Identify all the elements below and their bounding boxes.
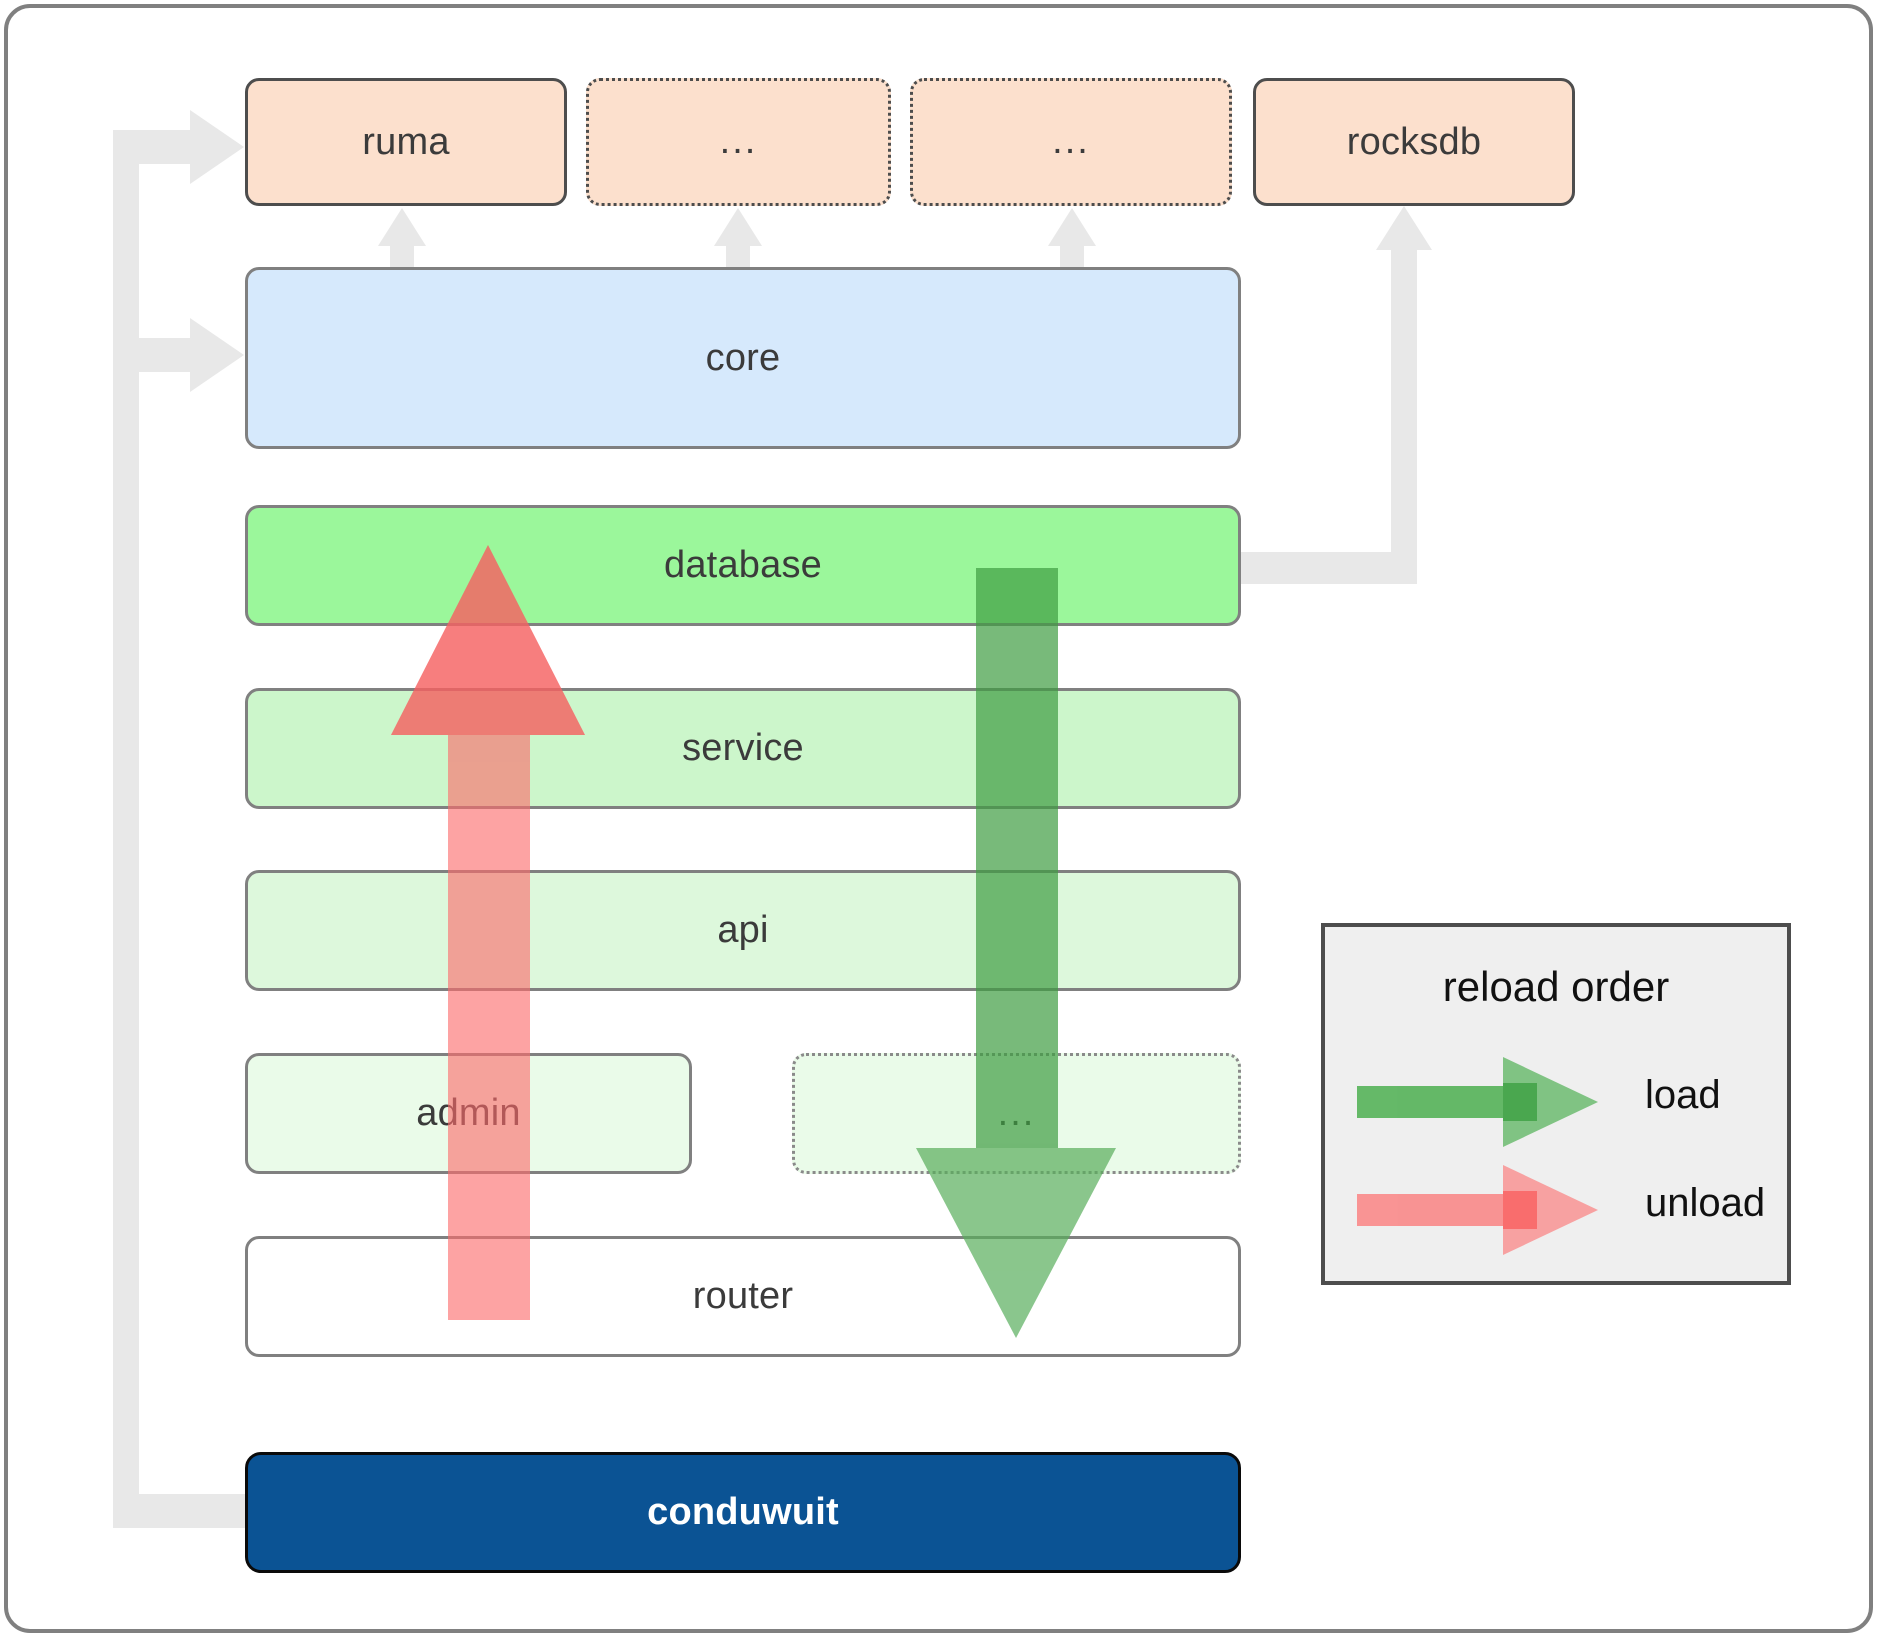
- layer-box-database[interactable]: database: [245, 505, 1241, 626]
- layer-label: core: [705, 336, 781, 379]
- root-box-conduwuit[interactable]: conduwuit: [245, 1452, 1241, 1573]
- dependency-label: ...: [1052, 120, 1090, 163]
- legend-panel: reload order load unload: [1321, 923, 1791, 1285]
- dependency-box-2[interactable]: ...: [586, 78, 891, 206]
- legend-row-unload: unload: [1325, 1165, 1787, 1255]
- layer-label: router: [692, 1275, 794, 1317]
- dependency-label: ...: [719, 120, 758, 163]
- dependency-box-3[interactable]: ...: [910, 78, 1232, 206]
- layer-box-core[interactable]: core: [245, 267, 1241, 449]
- layer-box-router[interactable]: router: [245, 1236, 1241, 1357]
- layer-label: api: [717, 909, 769, 951]
- legend-row-load: load: [1325, 1057, 1787, 1147]
- dependency-box-ruma[interactable]: ruma: [245, 78, 567, 206]
- layer-box-more[interactable]: ...: [792, 1053, 1241, 1174]
- legend-label-unload: unload: [1645, 1181, 1766, 1225]
- layer-label: ...: [997, 1091, 1036, 1134]
- legend-title: reload order: [1442, 963, 1670, 1010]
- layer-label: service: [682, 727, 804, 769]
- dependency-label: ruma: [362, 120, 450, 163]
- layer-box-api[interactable]: api: [245, 870, 1241, 991]
- dependency-label: rocksdb: [1346, 120, 1482, 163]
- dependency-box-rocksdb[interactable]: rocksdb: [1253, 78, 1575, 206]
- legend-label-load: load: [1645, 1073, 1721, 1117]
- load-arrow-icon: [1357, 1057, 1598, 1147]
- layer-label: admin: [416, 1092, 521, 1134]
- layer-label: database: [664, 544, 822, 586]
- unload-arrow-icon: [1357, 1165, 1598, 1255]
- layer-box-service[interactable]: service: [245, 688, 1241, 809]
- layer-box-admin[interactable]: admin: [245, 1053, 692, 1174]
- root-label: conduwuit: [647, 1491, 839, 1533]
